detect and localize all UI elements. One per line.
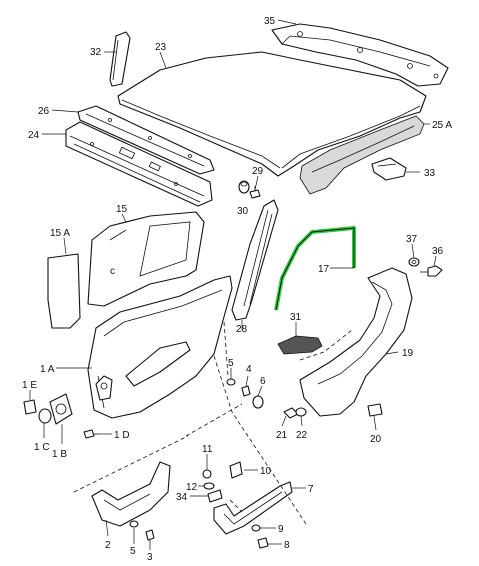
label-36: 36 <box>432 246 444 257</box>
part-29-screw <box>249 186 261 199</box>
part-37-washer <box>408 257 420 267</box>
part-3-screw <box>145 529 155 541</box>
label-37: 37 <box>406 234 418 245</box>
label-15a: 15 A <box>50 228 70 239</box>
label-10: 10 <box>260 466 272 477</box>
part-6-nut <box>252 395 264 409</box>
part-24-side-rail <box>65 121 213 207</box>
label-11: 11 <box>202 444 213 455</box>
label-28: 28 <box>236 324 248 335</box>
label-20: 20 <box>370 434 382 445</box>
svg-text:c: c <box>110 266 115 277</box>
part-1d-screw <box>83 429 100 439</box>
part-30-grommet <box>238 180 250 194</box>
part-31-handle-pocket <box>277 335 323 355</box>
part-12-grommet <box>203 482 215 490</box>
label-5-upper: 5 <box>228 358 234 369</box>
label-9: 9 <box>278 524 284 535</box>
part-28-pillar-channel <box>231 199 279 321</box>
label-1e: 1 E <box>22 380 37 391</box>
label-8: 8 <box>284 540 290 551</box>
label-1a: 1 A <box>40 364 55 375</box>
part-20-clip <box>367 403 383 417</box>
part-17-door-seal-highlighted <box>274 226 356 311</box>
part-25a-pillar-trim <box>299 115 425 195</box>
part-22-washer <box>295 407 307 417</box>
part-15-door-glass: c <box>87 211 205 307</box>
part-2-lower-trim <box>91 461 171 527</box>
label-6: 6 <box>260 376 266 387</box>
part-19-quarter-panel <box>299 267 413 417</box>
part-8-screw <box>257 537 269 549</box>
label-2: 2 <box>105 540 111 551</box>
label-22: 22 <box>296 430 308 441</box>
part-34-bracket <box>207 489 223 503</box>
label-7: 7 <box>308 484 314 495</box>
part-33-clip <box>371 157 407 181</box>
label-34: 34 <box>176 492 188 503</box>
label-35: 35 <box>264 16 276 27</box>
part-11-clip <box>202 469 212 479</box>
label-21: 21 <box>276 430 288 441</box>
label-29: 29 <box>252 166 264 177</box>
assembly-lines <box>73 321 307 525</box>
part-9-washer <box>251 524 261 532</box>
leader-lines <box>29 19 437 550</box>
label-31: 31 <box>290 312 302 323</box>
part-23-headliner <box>117 51 427 177</box>
part-15a-quarter-glass <box>47 253 81 329</box>
part-26-upper-rail <box>77 105 215 175</box>
label-26: 26 <box>38 106 50 117</box>
part-labels: 35 32 23 26 24 25 A 29 30 33 15 15 A 17 … <box>22 16 452 563</box>
part-32-trim-strip <box>109 31 131 87</box>
label-25a: 25 A <box>432 120 452 131</box>
label-1b: 1 B <box>52 449 67 460</box>
part-7-sill-trim <box>213 481 293 535</box>
part-35-rear-panel <box>271 23 449 87</box>
part-1e-clip <box>23 399 37 415</box>
label-12: 12 <box>186 482 198 493</box>
label-32: 32 <box>90 47 102 58</box>
label-23: 23 <box>155 42 167 53</box>
label-1c: 1 C <box>34 442 50 453</box>
part-1a-door-trim-panel <box>87 275 233 419</box>
label-1d: 1 D <box>114 430 130 441</box>
label-5-lower: 5 <box>130 546 136 557</box>
label-17: 17 <box>318 264 330 275</box>
label-15: 15 <box>116 204 128 215</box>
part-5-washer-lower <box>129 520 139 528</box>
part-10-clip <box>229 461 243 479</box>
label-33: 33 <box>424 168 436 179</box>
part-5-washer-upper <box>226 378 236 386</box>
part-1c-cap <box>38 408 52 424</box>
label-30: 30 <box>237 206 249 217</box>
part-4-screw <box>241 385 251 397</box>
label-3: 3 <box>147 552 153 563</box>
label-19: 19 <box>402 348 414 359</box>
part-1b-speaker-grille <box>49 393 73 425</box>
label-4: 4 <box>246 364 252 375</box>
label-24: 24 <box>28 130 40 141</box>
part-36-screw <box>420 265 443 277</box>
